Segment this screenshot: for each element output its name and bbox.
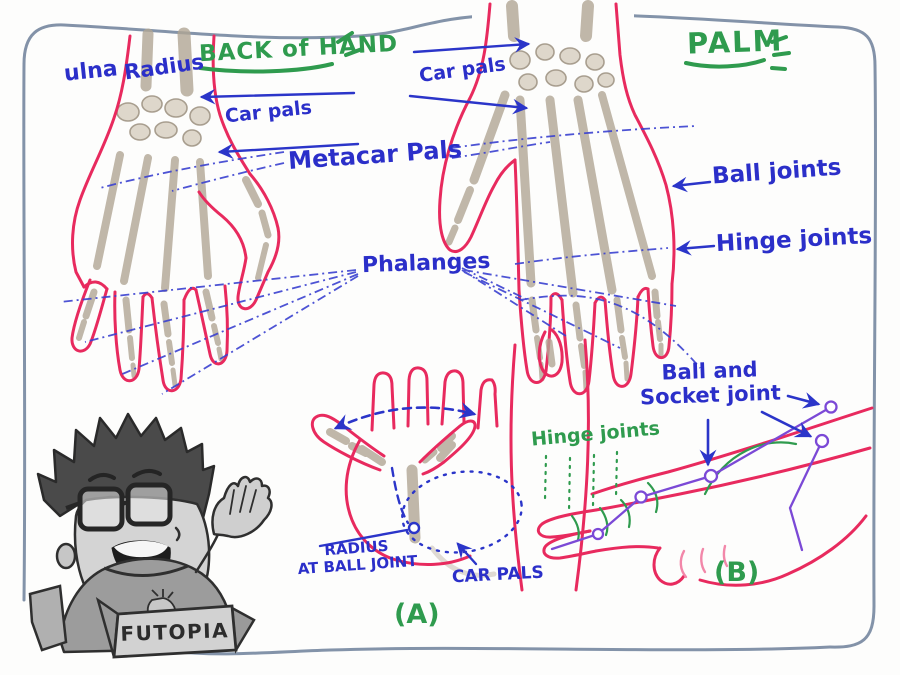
heading-palm: PALM xyxy=(686,23,784,61)
label-phalanges: Phalanges xyxy=(361,248,491,279)
mascot-ear xyxy=(55,542,77,570)
back-hand-skeleton-drawing xyxy=(70,27,281,393)
hand-b-sketch xyxy=(536,392,874,587)
hand-a-sketch xyxy=(310,328,590,592)
mascot-collar xyxy=(103,564,189,577)
mascot-eyebrows xyxy=(88,469,162,482)
mascot-nose xyxy=(174,526,181,542)
mascot-teeth xyxy=(114,540,168,558)
mascot-glasses xyxy=(65,482,173,532)
wrist-mask xyxy=(472,2,634,52)
futopia-banner: FUTOPIA xyxy=(28,584,256,659)
mascot-waving-hand xyxy=(194,475,273,574)
figure-label-b: (B) xyxy=(714,557,760,588)
figure-label-a: (A) xyxy=(394,599,440,630)
banner-text: FUTOPIA xyxy=(120,618,229,646)
label-ball-socket-line2: Socket joint xyxy=(639,380,782,409)
label-ball-socket-joint: Ball and Socket joint xyxy=(629,357,791,410)
palm-skeleton-drawing xyxy=(438,0,676,396)
annotation-lines xyxy=(59,37,716,395)
sketch-frame xyxy=(22,13,878,656)
heading-flourishes xyxy=(198,31,791,74)
